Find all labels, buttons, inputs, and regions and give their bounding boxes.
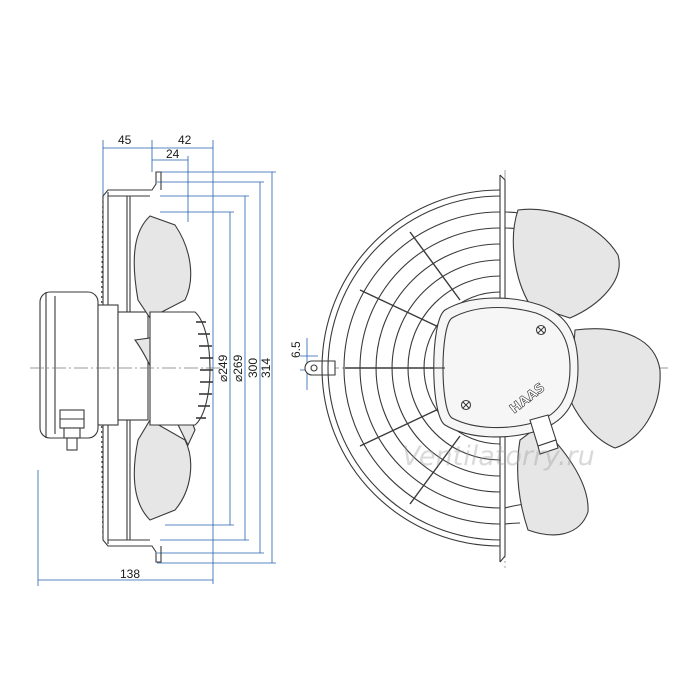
- front-blade-right: [569, 328, 661, 449]
- dimension-lines: [37, 140, 318, 586]
- watermark: Ventilatorry.ru: [402, 441, 595, 472]
- side-blade-bottom: [133, 419, 192, 521]
- guard-spokes: [345, 231, 461, 505]
- dim-dia-269: ⌀269: [231, 354, 245, 382]
- dim-dia-249: ⌀249: [216, 354, 230, 382]
- screw-bottom-icon: [460, 399, 472, 411]
- dim-24: 24: [166, 147, 180, 161]
- dim-138: 138: [120, 567, 140, 581]
- dim-314: 314: [259, 358, 273, 378]
- dim-45: 45: [118, 133, 132, 147]
- side-blade-top: [133, 215, 192, 319]
- rotor-fins: [149, 311, 211, 426]
- dim-300: 300: [246, 358, 260, 378]
- terminal-box: [433, 297, 579, 438]
- front-blade-bottom: [517, 424, 589, 536]
- side-view: [30, 140, 318, 586]
- guard-frame: [102, 171, 162, 563]
- dim-42: 42: [178, 133, 192, 147]
- screw-top-icon: [535, 324, 547, 336]
- dim-6-5: 6.5: [289, 341, 303, 358]
- front-blade-top: [512, 208, 620, 319]
- cable-gland: [59, 409, 85, 451]
- front-view: [304, 170, 668, 568]
- front-cable-gland: [529, 414, 559, 455]
